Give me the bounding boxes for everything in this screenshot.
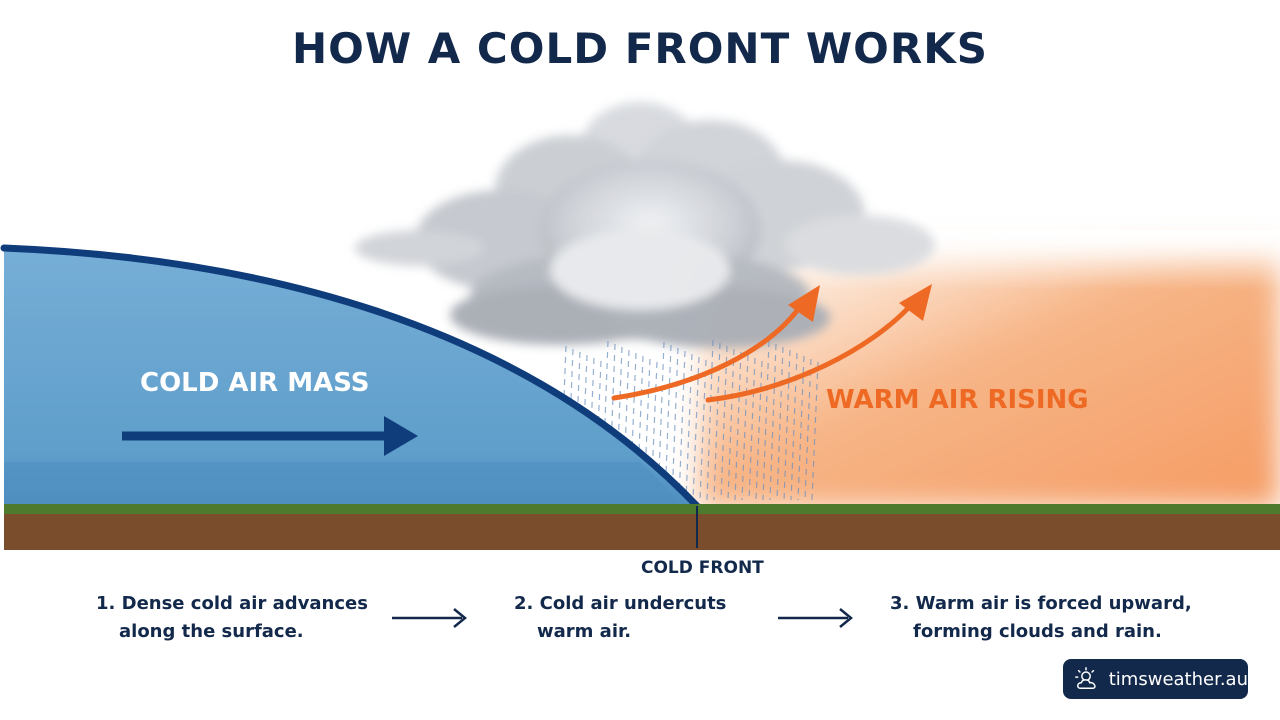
rain-streak — [636, 355, 644, 501]
step-2-line-1: 2. Cold air undercuts — [514, 593, 727, 614]
rain-streak — [776, 346, 784, 501]
step-3-line-2: forming clouds and rain. — [913, 621, 1162, 642]
rain-streak — [797, 355, 805, 501]
step-3: 3. Warm air is forced upward, forming cl… — [890, 590, 1192, 646]
cold-front-boundary-line — [0, 244, 701, 510]
rain-streak — [664, 344, 672, 501]
sun-cloud-icon — [1075, 667, 1096, 690]
step-1-line-1: 1. Dense cold air advances — [96, 593, 368, 614]
cold-air-mass — [4, 248, 697, 506]
rain-streak — [720, 345, 728, 501]
cold-air-arrow — [122, 416, 418, 456]
rain-streak — [657, 341, 665, 501]
rain-streak — [769, 343, 777, 501]
rain-streak — [706, 339, 714, 501]
ground — [4, 504, 1280, 550]
rain-streak — [643, 358, 651, 501]
storm-cloud — [355, 102, 935, 348]
diagram-title: HOW A COLD FRONT WORKS — [291, 24, 989, 73]
step-1: 1. Dense cold air advances along the sur… — [96, 590, 368, 646]
rain-streak — [811, 361, 819, 501]
rain-streak — [755, 360, 763, 501]
step-2-line-2: warm air. — [537, 621, 632, 642]
step-arrow — [778, 608, 853, 628]
rain-streak — [671, 347, 679, 501]
cold-front-label: COLD FRONT — [641, 558, 764, 578]
rain-streak — [678, 350, 686, 501]
rain-streak — [580, 354, 588, 501]
rain-streak — [685, 353, 693, 501]
rain-streak — [748, 357, 756, 501]
rain-streak — [804, 358, 812, 501]
step-1-line-2: along the surface. — [119, 621, 304, 642]
brand-badge-text[interactable]: timsweather.au — [1108, 668, 1248, 690]
rain-streak — [783, 349, 791, 501]
step-arrow — [392, 608, 467, 628]
rain-streak — [699, 359, 707, 501]
rain-streak — [727, 348, 735, 501]
rain-streak — [615, 346, 623, 501]
cold-air-mass-label: COLD AIR MASS — [140, 368, 370, 398]
rain-streak — [762, 340, 770, 501]
warm-air-arrow — [705, 284, 932, 403]
warm-air-arrow — [611, 285, 820, 401]
step-2: 2. Cold air undercuts warm air. — [514, 590, 726, 646]
brand-badge[interactable]: timsweather.au — [1063, 659, 1248, 699]
rain-streak — [608, 343, 616, 501]
step-3-line-1: 3. Warm air is forced upward, — [890, 593, 1192, 614]
rain-streak — [734, 351, 742, 501]
rain-streak — [741, 354, 749, 501]
warm-air-rising-label: WARM AIR RISING — [826, 385, 1089, 415]
rain-streak — [692, 356, 700, 501]
